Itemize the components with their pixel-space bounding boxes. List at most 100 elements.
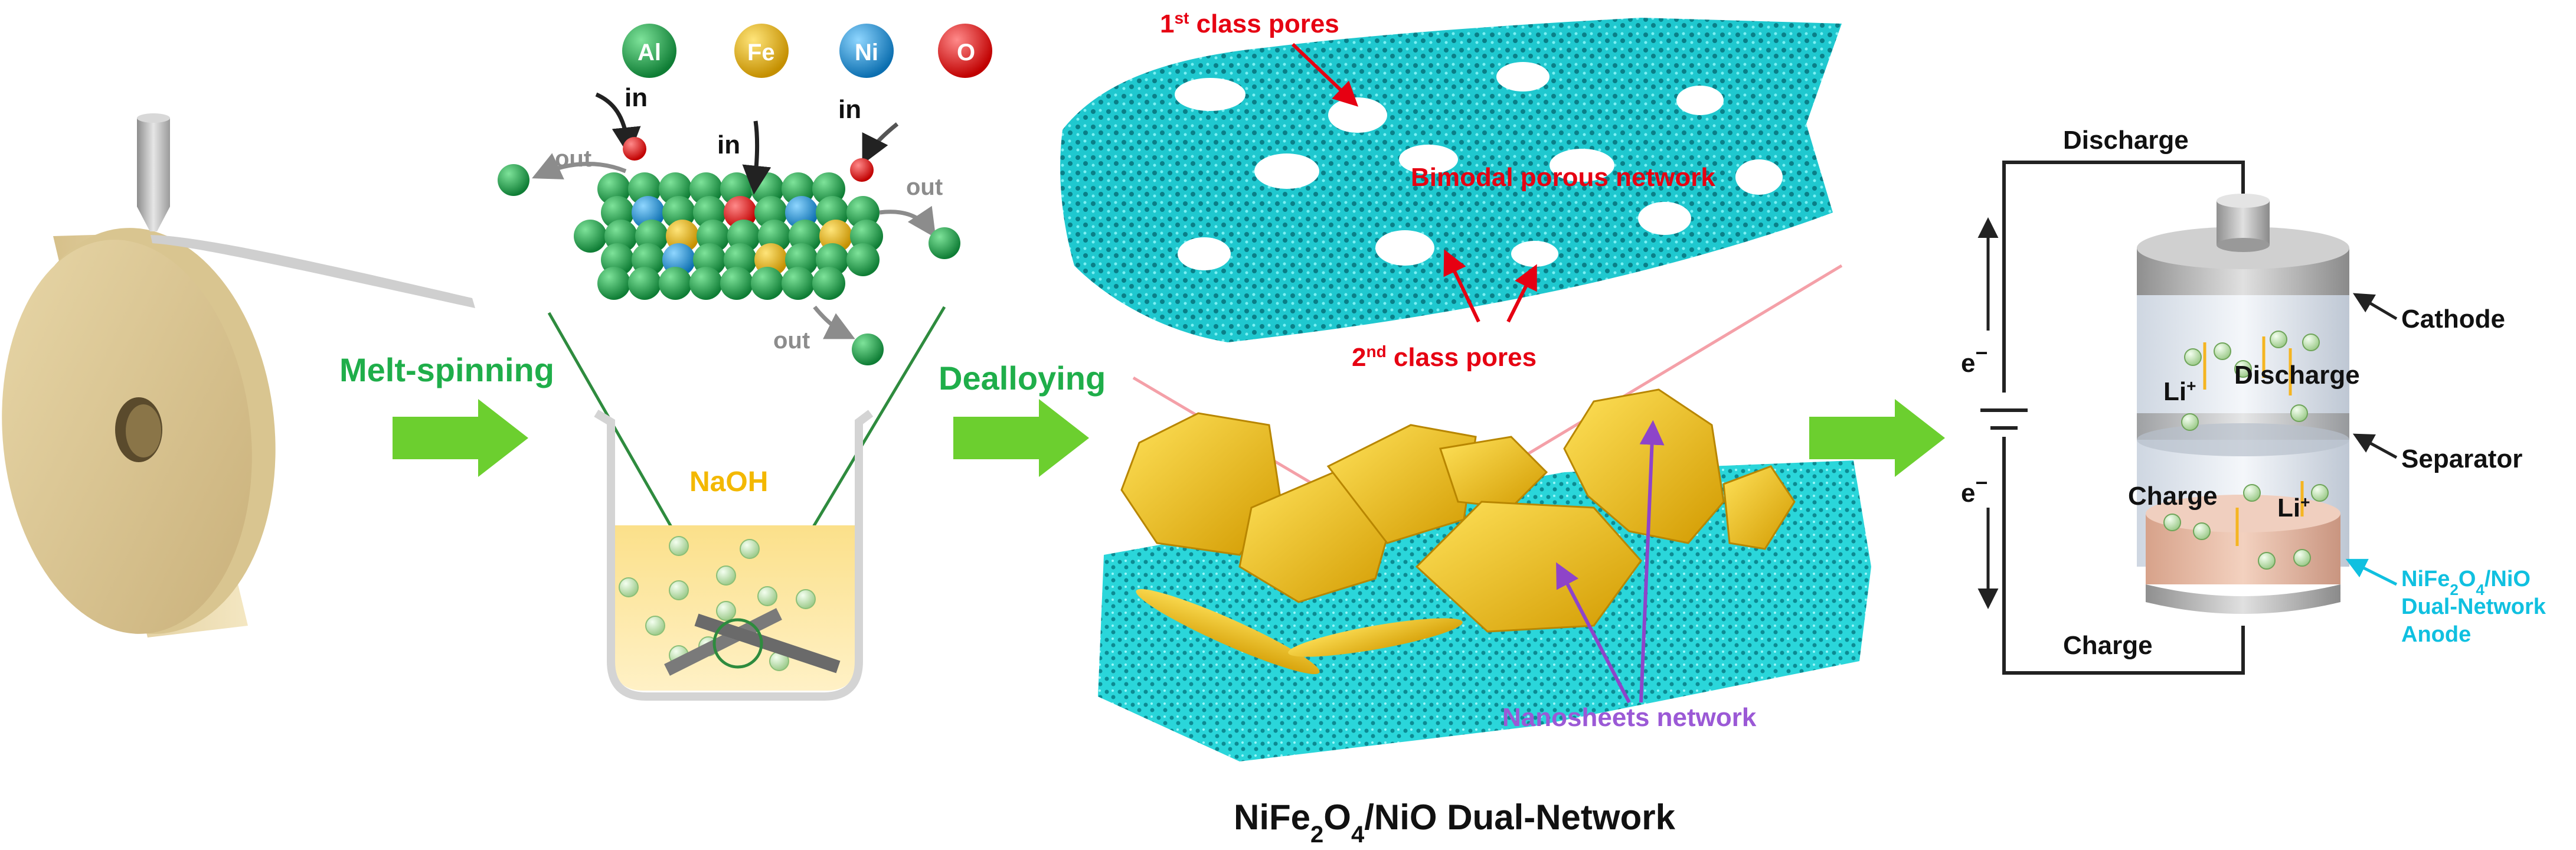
first-pores-arrow [1291, 42, 1359, 107]
discharge-top-label: Discharge [2063, 126, 2189, 155]
electron-label-bottom: e− [1961, 470, 1988, 508]
li-label-top: Li+ [2163, 377, 2196, 407]
bimodal-porous-sheet [1060, 18, 1842, 342]
battery-cell [2137, 194, 2349, 614]
nanosheet-arrow-2 [1639, 420, 1665, 703]
ni-ball [839, 24, 894, 78]
cathode-label: Cathode [2401, 305, 2505, 334]
charge-bottom-label: Charge [2063, 631, 2153, 660]
li-ion [2243, 484, 2261, 502]
bubble [740, 539, 760, 559]
cathode-pointer [2352, 293, 2398, 321]
li-ion [2193, 522, 2211, 540]
in-label-2: in [717, 130, 740, 159]
al-label: Al [638, 40, 661, 66]
li-ion-balls [2163, 331, 2329, 570]
fe-label: Fe [747, 40, 775, 66]
electron-label-top: e− [1961, 341, 1988, 378]
o-label: O [957, 40, 975, 66]
battery-circuit [1977, 161, 2245, 675]
li-ion [2258, 552, 2276, 570]
in-label-1: in [625, 83, 648, 112]
li-ion [2302, 334, 2320, 351]
beaker: NaOH [594, 409, 874, 701]
li-label-bottom: Li+ [2277, 493, 2310, 523]
cluster-atom [751, 267, 784, 300]
cluster-atom [720, 267, 753, 300]
in-out-arrows: in in in out out out [498, 83, 960, 365]
second-class-pores-label: 2nd class pores [1352, 342, 1537, 372]
li-ion [2181, 413, 2199, 431]
cluster-atom [628, 267, 661, 300]
cluster-atom [689, 267, 723, 300]
green-arrow-1 [393, 399, 528, 477]
out-label-2: out [906, 174, 943, 200]
dealloying-label: Dealloying [939, 359, 1106, 397]
cluster-atom [659, 267, 692, 300]
bubble [669, 536, 689, 556]
al-ball [622, 24, 676, 78]
ni-label: Ni [855, 40, 878, 66]
zoom-circle [712, 618, 763, 669]
out-label-1: out [555, 146, 591, 172]
li-ion [2234, 360, 2252, 378]
nozzle [137, 113, 170, 231]
o-atom-in-1 [623, 137, 646, 161]
fe-ball [734, 24, 789, 78]
green-arrow-3 [1809, 399, 1945, 477]
anode-label-line3: Anode [2401, 622, 2471, 647]
li-ion [2311, 484, 2329, 502]
nanosheets-network-label: Nanosheets network [1502, 703, 1757, 732]
cluster-atom [597, 267, 630, 300]
cluster-atom [812, 267, 845, 300]
o-atom-in-2 [850, 158, 874, 182]
li-ion [2214, 342, 2231, 360]
atomic-cluster [574, 172, 883, 300]
first-class-pores-label: 1st class pores [1160, 9, 1339, 39]
li-ion [2163, 514, 2181, 531]
inner-discharge-label: Discharge [2234, 361, 2360, 390]
separator-label: Separator [2401, 444, 2522, 473]
separator-pointer [2352, 433, 2398, 459]
li-ion [2270, 331, 2287, 348]
anode-pointer [2345, 558, 2398, 586]
li-ion [2293, 549, 2311, 567]
ribbon-piece-1 [664, 608, 782, 676]
al-atom-out-2 [929, 227, 960, 259]
terminal [2217, 201, 2270, 245]
al-atom-out-3 [852, 334, 884, 365]
in-label-3: in [838, 95, 861, 124]
first-class-pores [1175, 62, 1783, 270]
inner-charge-label: Charge [2128, 482, 2218, 511]
cluster-atom [782, 267, 815, 300]
al-atom-out-1 [498, 164, 529, 196]
melt-spinning-label: Melt-spinning [339, 351, 554, 388]
naoh-label: NaOH [689, 466, 768, 498]
anode-label-line2: Dual-Network [2401, 594, 2546, 619]
out-label-3: out [773, 328, 810, 354]
bimodal-network-label: Bimodal porous network [1411, 163, 1715, 192]
bubble [645, 616, 665, 636]
li-ion [2184, 348, 2202, 366]
second-pores-arrow-1 [1443, 249, 1480, 323]
ribbon [151, 235, 475, 308]
green-arrow-2 [953, 399, 1089, 477]
element-legend: Al Fe Ni O [622, 24, 992, 78]
melt-spinning-wheel [2, 228, 276, 638]
bubble [716, 601, 736, 621]
main-title: NiFe2O4/NiO Dual-Network [1234, 797, 1676, 848]
bubble [619, 577, 639, 597]
o-ball [938, 24, 992, 78]
bubble [757, 586, 777, 606]
second-pores-arrow-2 [1506, 264, 1537, 323]
li-ion [2290, 404, 2308, 422]
nanosheet-arrow-1 [1556, 562, 1631, 704]
bubble [669, 580, 689, 600]
anode-label-line1: NiFe2O4/NiO [2401, 567, 2531, 599]
bubble [716, 565, 736, 586]
bubble [796, 589, 816, 609]
nanosheets [1120, 388, 1796, 675]
cluster-atom [846, 243, 880, 276]
cluster-atom [574, 220, 607, 253]
